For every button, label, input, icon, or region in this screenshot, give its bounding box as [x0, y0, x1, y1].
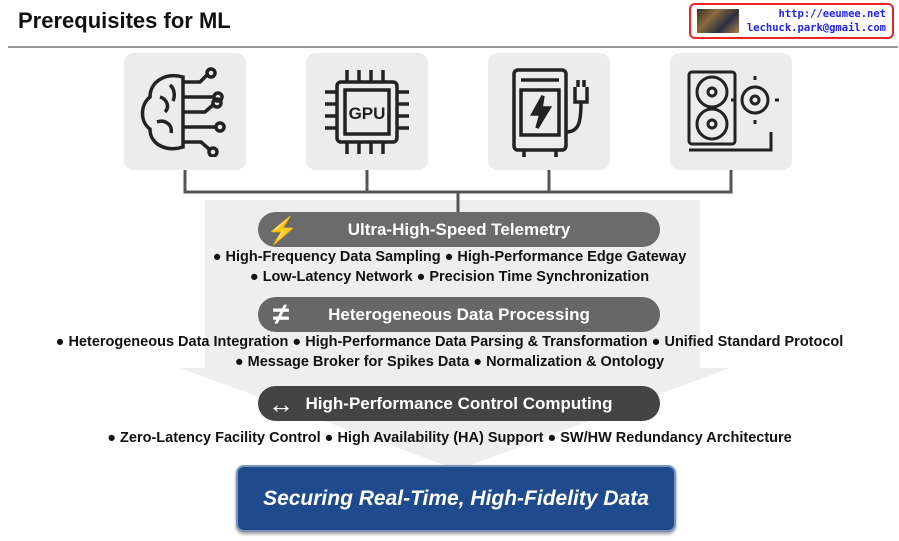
section-bullet-line: ● Low-Latency Network ● Precision Time S… [249, 269, 650, 285]
section-control-header: ↔ High-Performance Control Computing [258, 386, 660, 421]
arrows-horizontal-icon: ↔ [268, 389, 294, 419]
cooling-fans-icon [670, 53, 792, 170]
section-bullet-line: ● High-Frequency Data Sampling ● High-Pe… [212, 249, 687, 265]
result-banner: Securing Real-Time, High-Fidelity Data [236, 465, 676, 532]
gpu-chip-icon: GPU [306, 53, 428, 170]
section-title: Ultra-High-Speed Telemetry [347, 219, 571, 239]
author-email[interactable]: lechuck.park@gmail.com [746, 22, 886, 34]
author-thumbnail [697, 9, 739, 33]
brain-circuit-icon [124, 53, 246, 170]
connector-lines [183, 170, 733, 212]
section-bullet-line: ● Heterogeneous Data Integration ● High-… [55, 334, 844, 350]
section-bullet-line: ● Zero-Latency Facility Control ● High A… [107, 430, 792, 446]
power-supply-icon [488, 53, 610, 170]
title-divider [8, 46, 898, 48]
author-badge: http://eeumee.net lechuck.park@gmail.com [689, 3, 894, 39]
section-title: Heterogeneous Data Processing [328, 304, 590, 324]
gpu-label: GPU [349, 104, 386, 123]
section-bullet-line: ● Message Broker for Spikes Data ● Norma… [234, 354, 665, 370]
lightning-icon: ⚡ [266, 215, 299, 245]
page-title: Prerequisites for ML [18, 8, 231, 33]
section-telemetry-header: ⚡ Ultra-High-Speed Telemetry [258, 212, 660, 247]
section-processing-header: ≠ Heterogeneous Data Processing [258, 297, 660, 332]
not-equal-icon: ≠ [272, 298, 290, 331]
section-title: High-Performance Control Computing [305, 393, 613, 413]
author-url[interactable]: http://eeumee.net [778, 8, 886, 20]
